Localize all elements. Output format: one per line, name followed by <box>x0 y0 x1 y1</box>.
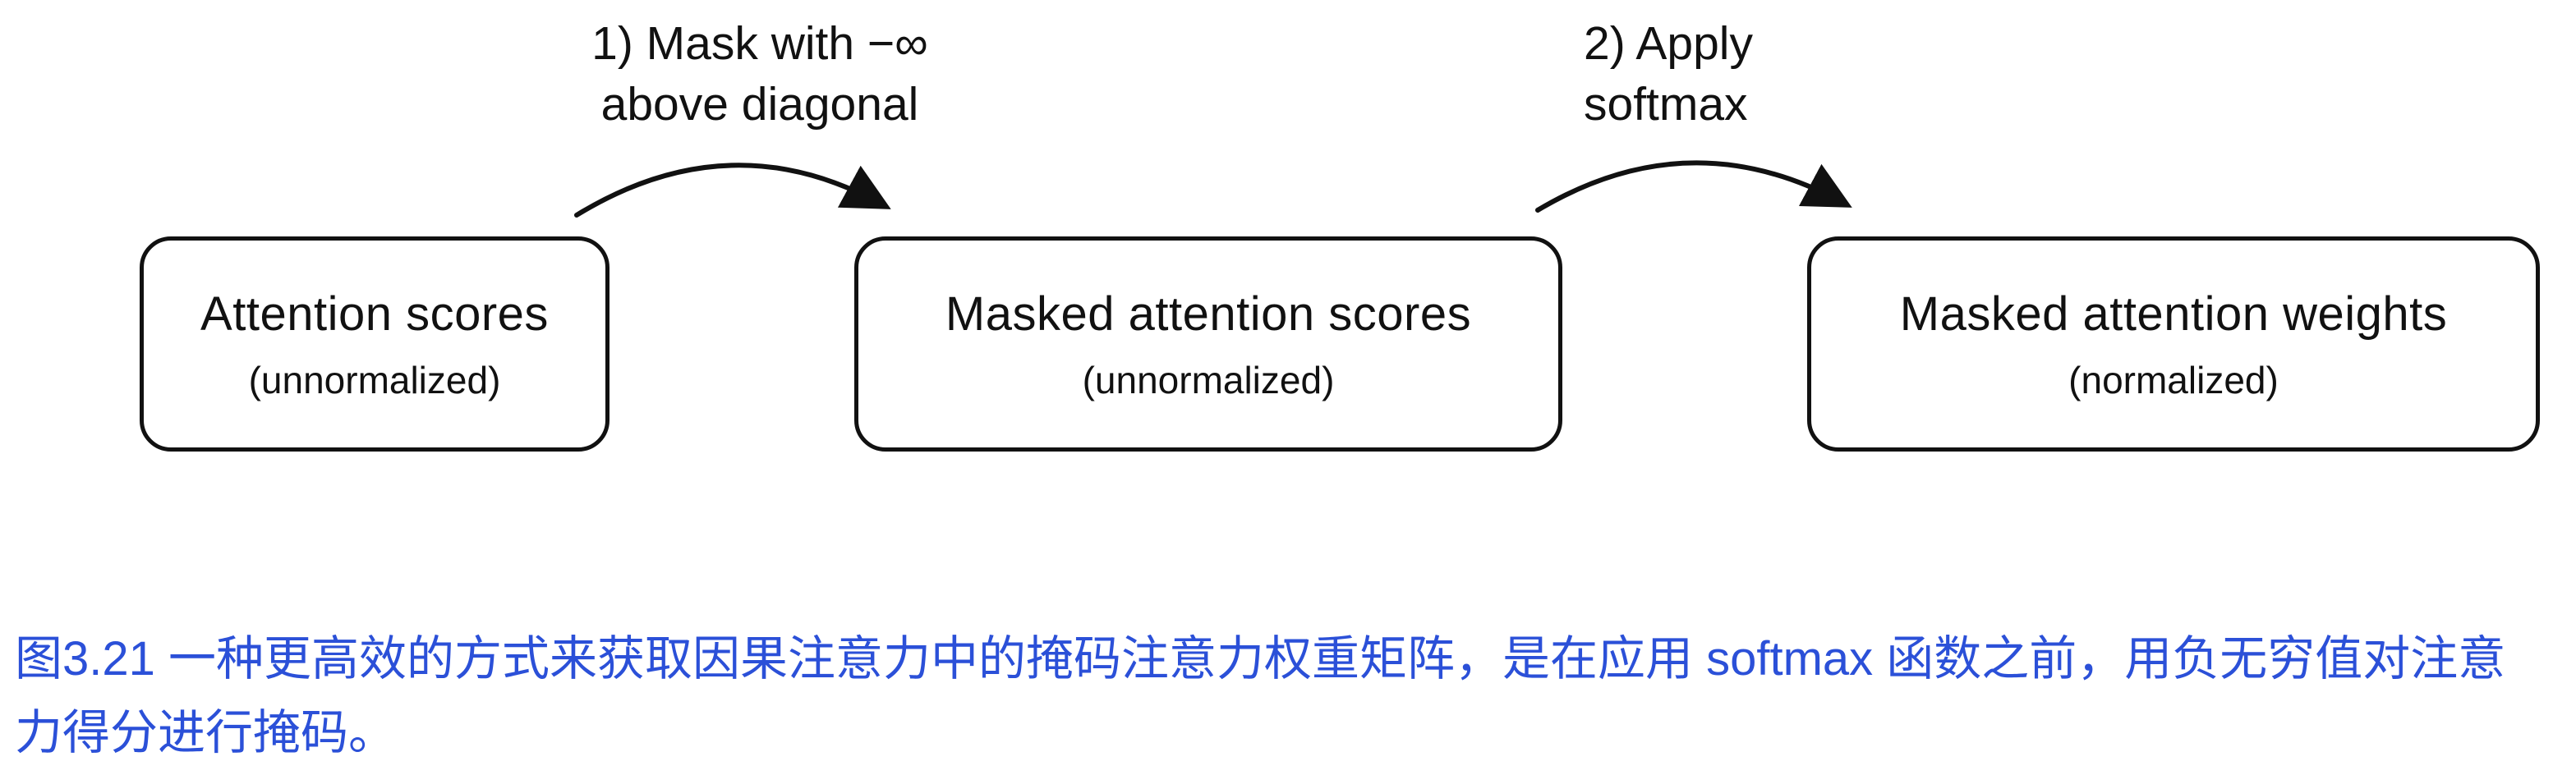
box-subtitle: (normalized) <box>2068 358 2279 401</box>
box-title: Masked attention scores <box>945 287 1472 341</box>
arrow-2-label: 2) Apply softmax <box>1584 13 1753 135</box>
flow-box-attention-scores: Attention scores (unnormalized) <box>140 236 610 452</box>
box-title: Masked attention weights <box>1899 287 2448 341</box>
flow-box-masked-attention-weights: Masked attention weights (normalized) <box>1807 236 2540 452</box>
arrow-1 <box>574 163 891 218</box>
arrow-1-label: 1) Mask with −∞ above diagonal <box>505 13 1014 135</box>
box-subtitle: (unnormalized) <box>1082 358 1335 401</box>
flow-box-masked-attention-scores: Masked attention scores (unnormalized) <box>854 236 1562 452</box>
figure-caption: 图3.21 一种更高效的方式来获取因果注意力中的掩码注意力权重矩阵，是在应用 s… <box>15 632 2506 759</box>
arrow-2-label-line2: softmax <box>1584 78 1748 131</box>
box-title: Attention scores <box>200 287 549 341</box>
arrow-1-label-line2: above diagonal <box>600 78 919 131</box>
arrow-1-label-line1: 1) Mask with −∞ <box>591 17 928 70</box>
box-subtitle: (unnormalized) <box>248 358 501 401</box>
arrow-2 <box>1535 160 1852 213</box>
arrow-2-label-line1: 2) Apply <box>1584 17 1753 70</box>
